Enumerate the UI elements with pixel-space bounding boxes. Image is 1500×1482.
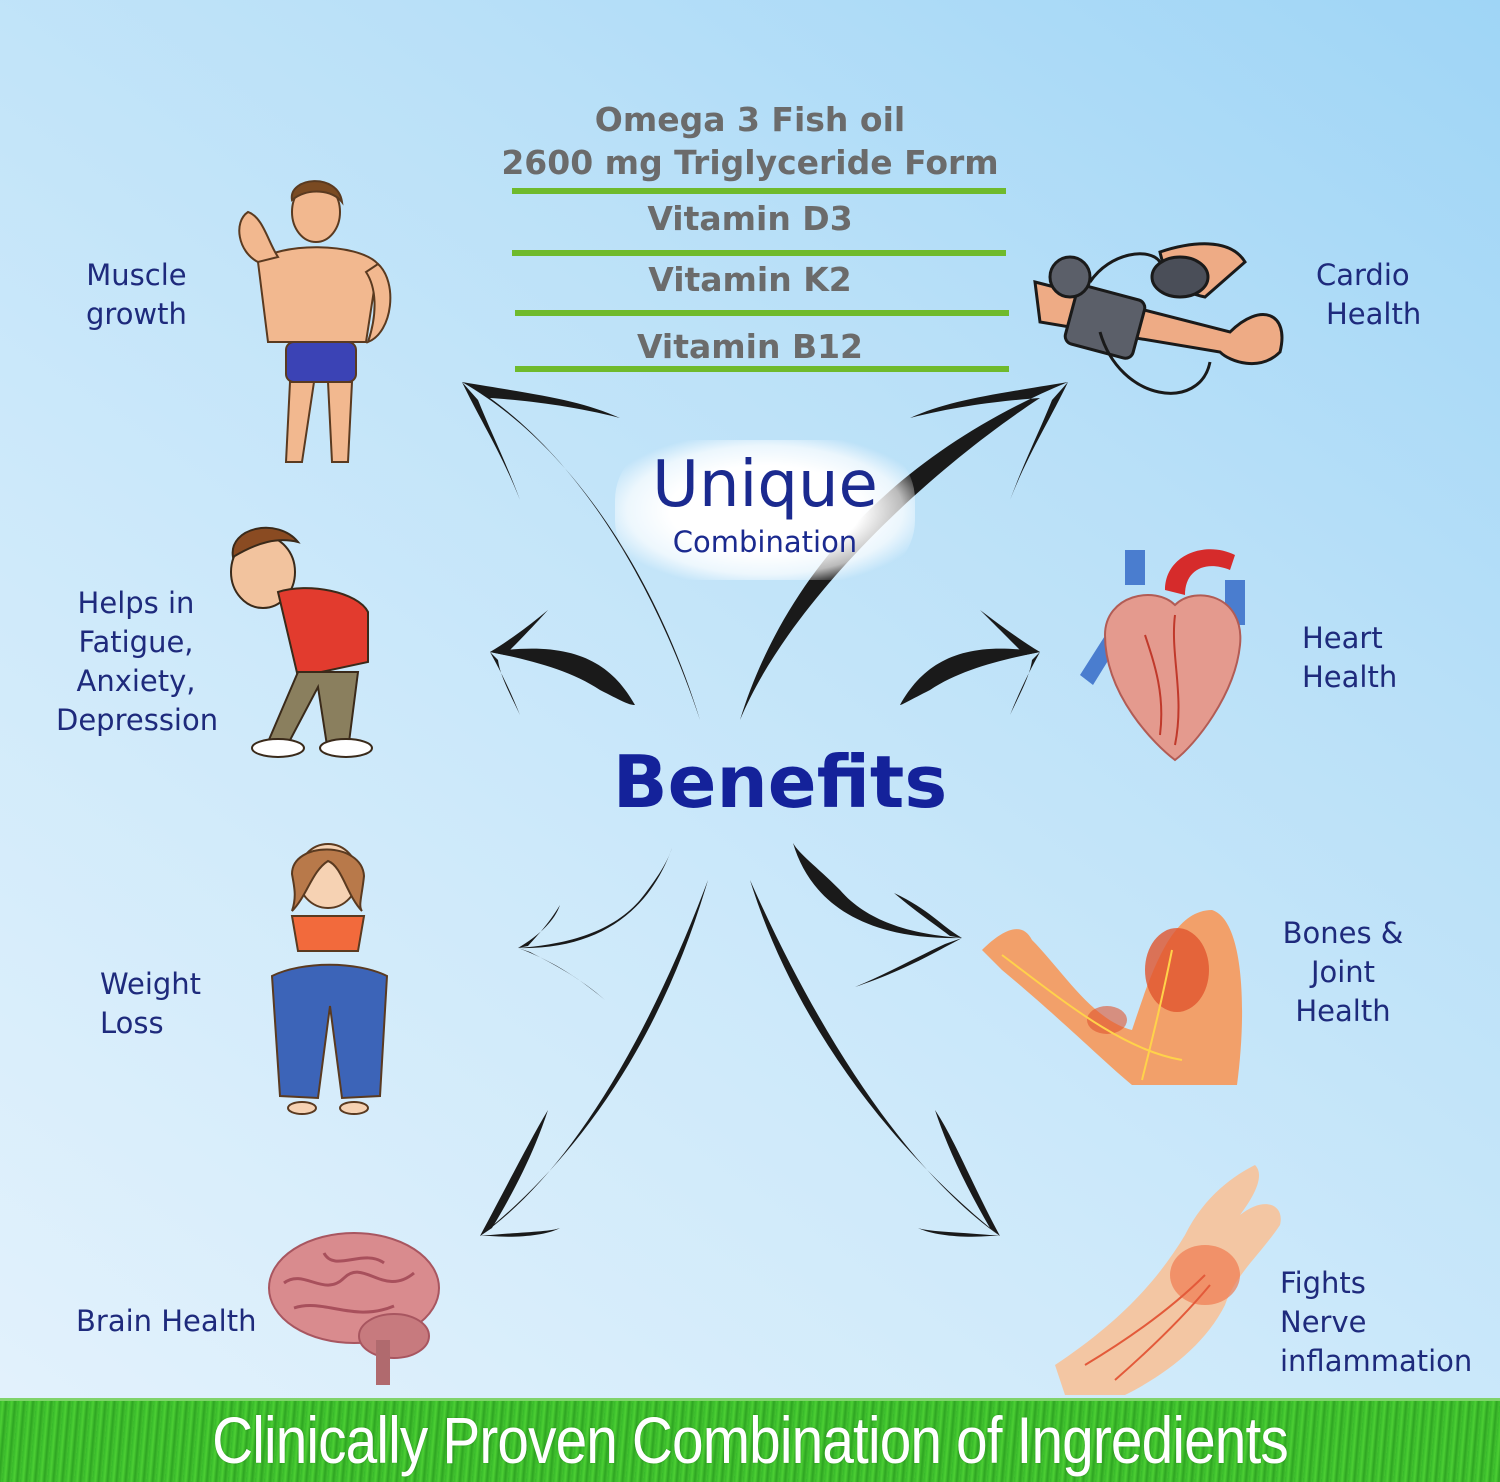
unique-title: Unique <box>652 448 878 522</box>
benefit-label-line: Heart <box>1302 621 1383 655</box>
benefit-bones-joint-health: Bones & Joint Health <box>1281 914 1405 1031</box>
brain-icon <box>268 1232 440 1385</box>
footer-tagline: Clinically Proven Combination of Ingredi… <box>212 1403 1289 1477</box>
benefit-label-line: Weight <box>100 967 202 1001</box>
heart-icon <box>1080 549 1245 762</box>
benefit-label-line: inflammation <box>1280 1344 1473 1378</box>
benefit-label-line: Cardio <box>1316 258 1410 292</box>
benefit-label-line: Fatigue, <box>78 625 194 659</box>
bodybuilder-icon <box>238 180 392 463</box>
ingredient-divider <box>512 188 1006 194</box>
benefit-label-line: Brain Health <box>76 1304 257 1338</box>
benefit-label-line: Depression <box>56 703 219 737</box>
benefit-label-line: Fights <box>1280 1266 1366 1300</box>
benefit-label-line: Helps in <box>77 586 195 620</box>
hand-nerve-icon <box>1055 1165 1281 1395</box>
benefit-cardio-health: Cardio Health <box>1316 256 1421 334</box>
benefit-label-line: Anxiety, <box>76 664 196 698</box>
benefit-heart-health: Heart Health <box>1302 619 1397 697</box>
ingredient-divider <box>515 310 1009 316</box>
benefits-title: Benefits <box>612 740 948 824</box>
unique-glow <box>615 440 915 580</box>
combination-subtitle: Combination <box>672 525 858 559</box>
benefit-label-line: Health <box>1295 994 1391 1028</box>
ingredient-divider <box>512 250 1006 256</box>
stressed-person-icon <box>230 526 373 758</box>
ingredient-headline: Omega 3 Fish oil 2600 mg Triglyceride Fo… <box>500 98 1000 184</box>
ingredient-divider <box>515 366 1009 372</box>
benefit-label-line: Nerve <box>1280 1305 1367 1339</box>
arrow-icon <box>462 382 1068 1237</box>
benefit-label-line: Loss <box>100 1006 164 1040</box>
benefit-weight-loss: Weight Loss <box>100 965 201 1043</box>
weight-loss-icon <box>270 843 389 1115</box>
arm-joint-icon <box>982 910 1243 1085</box>
footer-grass-banner <box>0 1398 1500 1482</box>
benefit-nerve-inflammation: Fights Nerve inflammation <box>1280 1264 1472 1381</box>
benefit-brain-health: Brain Health <box>76 1302 256 1341</box>
ingredient-headline-line1: Omega 3 Fish oil <box>594 100 906 139</box>
benefit-label-line: Joint <box>1310 955 1376 989</box>
benefit-muscle-growth: Muscle growth <box>86 256 187 334</box>
ingredient-headline-line2: 2600 mg Triglyceride Form <box>501 143 999 182</box>
benefit-label-line: Health <box>1326 297 1422 331</box>
benefit-label-line: Muscle <box>86 258 187 292</box>
ingredient-item: Vitamin K2 <box>648 260 852 299</box>
ingredient-item: Vitamin B12 <box>636 327 864 366</box>
benefit-fatigue-anxiety-depression: Helps in Fatigue, Anxiety, Depression <box>56 584 219 740</box>
benefit-label-line: Bones & <box>1282 916 1404 950</box>
ingredient-item: Vitamin D3 <box>647 199 853 238</box>
benefit-label-line: Health <box>1302 660 1398 694</box>
benefit-label-line: growth <box>86 297 187 331</box>
blood-pressure-cuff-icon <box>1033 242 1284 395</box>
